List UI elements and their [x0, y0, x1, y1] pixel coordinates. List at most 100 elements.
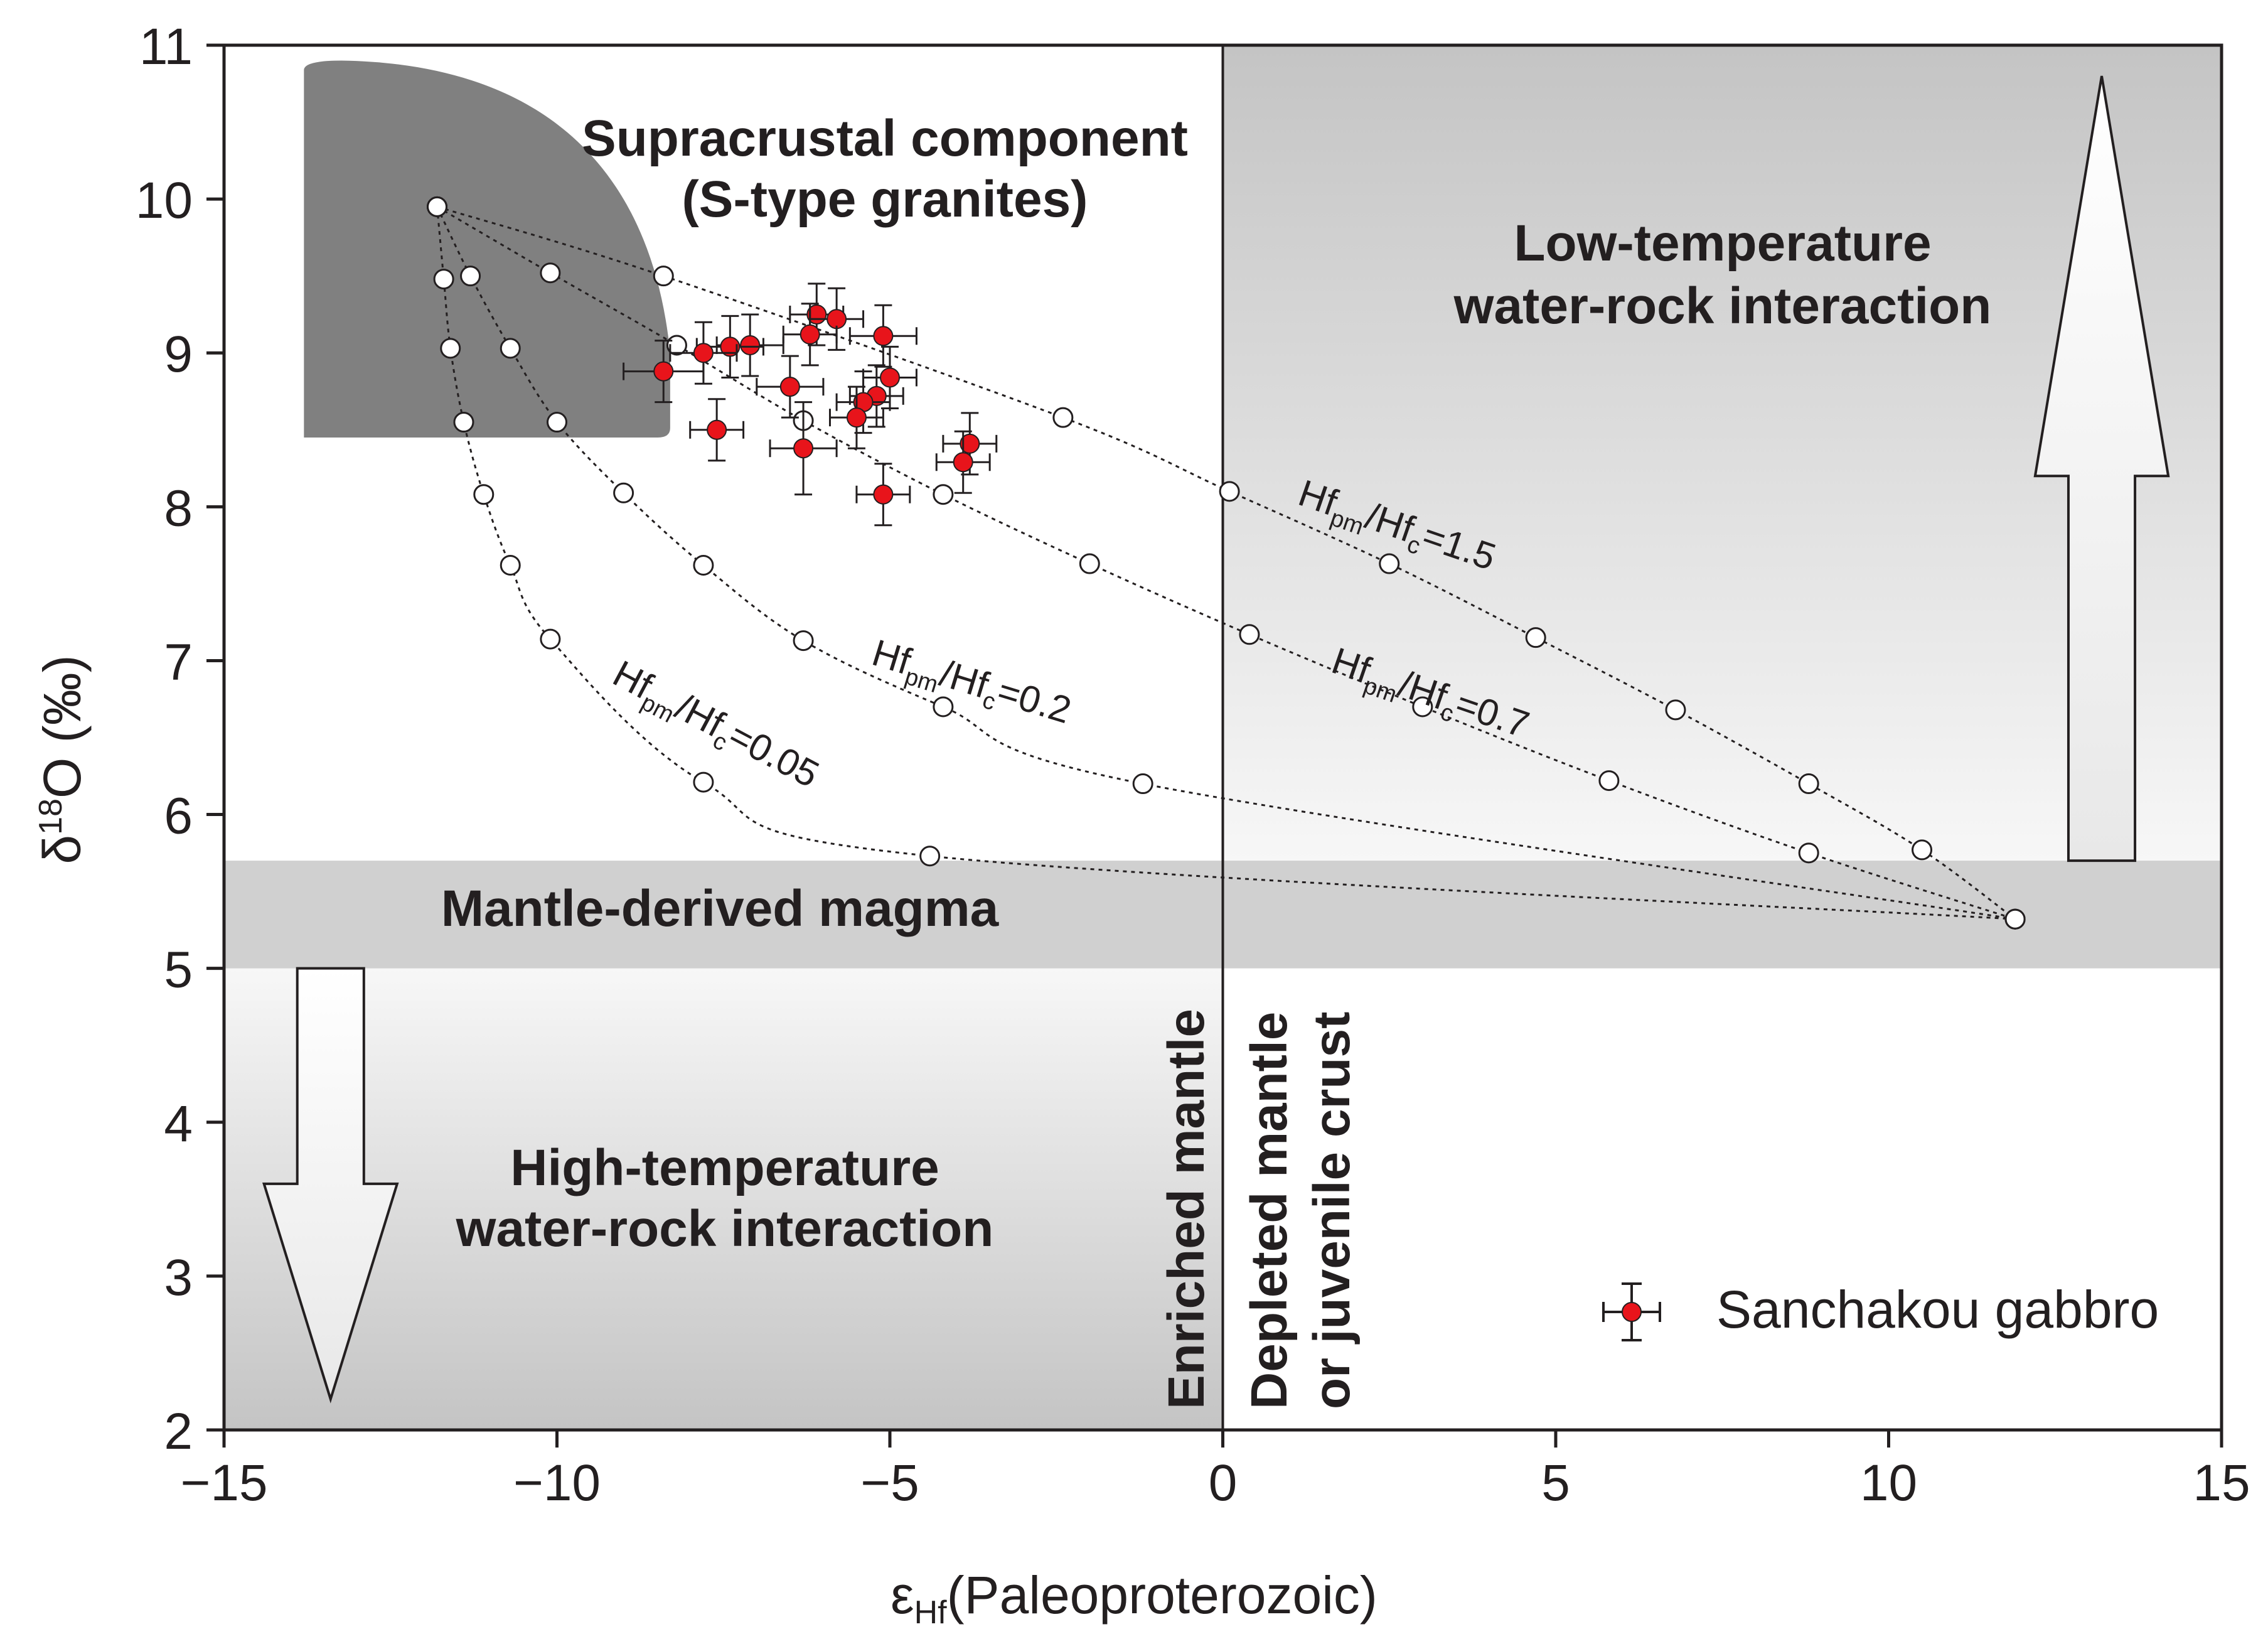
data-point [715, 313, 784, 377]
x-tick-label: −5 [860, 1454, 919, 1512]
data-marker [740, 335, 761, 355]
y-tick-label: 8 [164, 480, 193, 537]
data-point [695, 314, 764, 379]
data-point [848, 304, 917, 368]
x-tick-label: −10 [513, 1454, 601, 1512]
curve-label-0.2: Hfpm/Hfc=0.2 [865, 631, 1076, 738]
mixing-node [1379, 553, 1400, 574]
curve-label-0.05: Hfpm/Hfc=0.05 [604, 652, 826, 801]
mixing-node [500, 338, 521, 359]
x-tick-label: 15 [2193, 1454, 2250, 1512]
data-marker [720, 336, 741, 357]
mixing-node [1525, 627, 1546, 648]
region-label-depleted-2: or juvenile crust [1303, 1012, 1361, 1409]
mixing-node [1239, 624, 1260, 645]
region-label-hightemp-1: High-temperature [510, 1139, 939, 1196]
data-marker [873, 484, 894, 505]
data-point [835, 370, 891, 434]
data-point [942, 412, 998, 476]
mixing-node [540, 262, 561, 284]
data-marker [846, 407, 867, 428]
data-point [782, 303, 838, 367]
data-point [623, 340, 705, 404]
mixing-node [933, 484, 954, 505]
region-label-enriched: Enriched mantle [1158, 1009, 1215, 1409]
y-tick-label: 4 [164, 1095, 193, 1152]
y-tick-label: 2 [164, 1403, 193, 1460]
data-marker [953, 452, 973, 473]
data-marker [693, 343, 714, 363]
region-label-mantle: Mantle-derived magma [441, 880, 1000, 937]
data-point [862, 345, 917, 409]
data-marker [960, 433, 980, 454]
mixing-node [1798, 842, 1819, 864]
mixing-node [653, 266, 674, 287]
region-label-lowtemp-1: Low-temperature [1514, 215, 1931, 272]
region-label-supracrustal-2: (S-type granites) [682, 171, 1088, 228]
mixing-node [433, 269, 454, 290]
mixing-node [440, 338, 461, 359]
mixing-node [693, 554, 714, 576]
mixing-node [1598, 770, 1620, 792]
mixing-node [453, 412, 474, 433]
data-marker [707, 419, 727, 440]
region-label-lowtemp-2: water-rock interaction [1453, 277, 1992, 335]
region-label-supracrustal-1: Supracrustal component [582, 110, 1188, 167]
y-tick-label: 3 [164, 1249, 193, 1306]
mixing-node [1912, 839, 1933, 861]
mixing-node [1665, 699, 1686, 721]
high-temp-arrow-icon [262, 967, 399, 1404]
legend: Sanchakou gabbro [1602, 1280, 2159, 1341]
y-tick-label: 11 [139, 18, 193, 75]
y-tick-label: 6 [164, 788, 193, 845]
data-point [769, 401, 838, 496]
mixing-node [919, 846, 941, 867]
data-point [756, 355, 825, 419]
mixing-node [933, 696, 954, 717]
data-point [689, 398, 745, 462]
mixing-node [547, 412, 567, 433]
data-marker [653, 361, 674, 382]
mixing-node [427, 196, 448, 217]
data-marker [873, 326, 894, 347]
region-label-hightemp-2: water-rock interaction [456, 1200, 994, 1257]
mixing-node [793, 630, 814, 652]
data-point [935, 430, 991, 494]
x-axis-title: εHf(Paleoproterozoic) [891, 1566, 1377, 1631]
mixing-node [1079, 553, 1100, 574]
mixing-node [1798, 773, 1819, 795]
x-tick-label: 0 [1209, 1454, 1238, 1512]
legend-marker [1622, 1302, 1642, 1322]
y-tick-label: 9 [164, 326, 193, 383]
data-marker [793, 438, 814, 459]
mixing-node [1412, 696, 1433, 717]
y-tick-label: 5 [164, 942, 193, 999]
region-label-depleted-1: Depleted mantle [1241, 1012, 1298, 1409]
y-axis-title: δ18O (‰) [33, 655, 92, 864]
mixing-node [540, 628, 561, 650]
mixing-curve-1.5 [437, 205, 2016, 920]
supracrustal-field [304, 60, 670, 438]
mixing-node [1219, 481, 1240, 502]
data-point [855, 463, 911, 527]
mixing-node [473, 484, 495, 505]
y-tick-label: 7 [164, 633, 193, 690]
mixing-curve-0.2 [436, 206, 2016, 920]
mixing-node [460, 266, 481, 287]
data-marker [800, 324, 820, 345]
data-point [829, 385, 884, 449]
mixing-node [1132, 773, 1153, 795]
data-marker [826, 309, 847, 330]
mixing-node [613, 482, 634, 503]
mixing-curve-0.05 [436, 207, 2016, 920]
low-temp-arrow-icon [2033, 75, 2170, 862]
legend-label: Sanchakou gabbro [1716, 1280, 2159, 1339]
mixing-node [500, 554, 521, 576]
x-tick-label: −15 [180, 1454, 267, 1512]
mixing-node [2004, 908, 2026, 930]
x-tick-label: 10 [1860, 1454, 1917, 1512]
mixing-node [693, 771, 714, 793]
data-marker [779, 377, 800, 397]
x-tick-label: 5 [1541, 1454, 1570, 1512]
